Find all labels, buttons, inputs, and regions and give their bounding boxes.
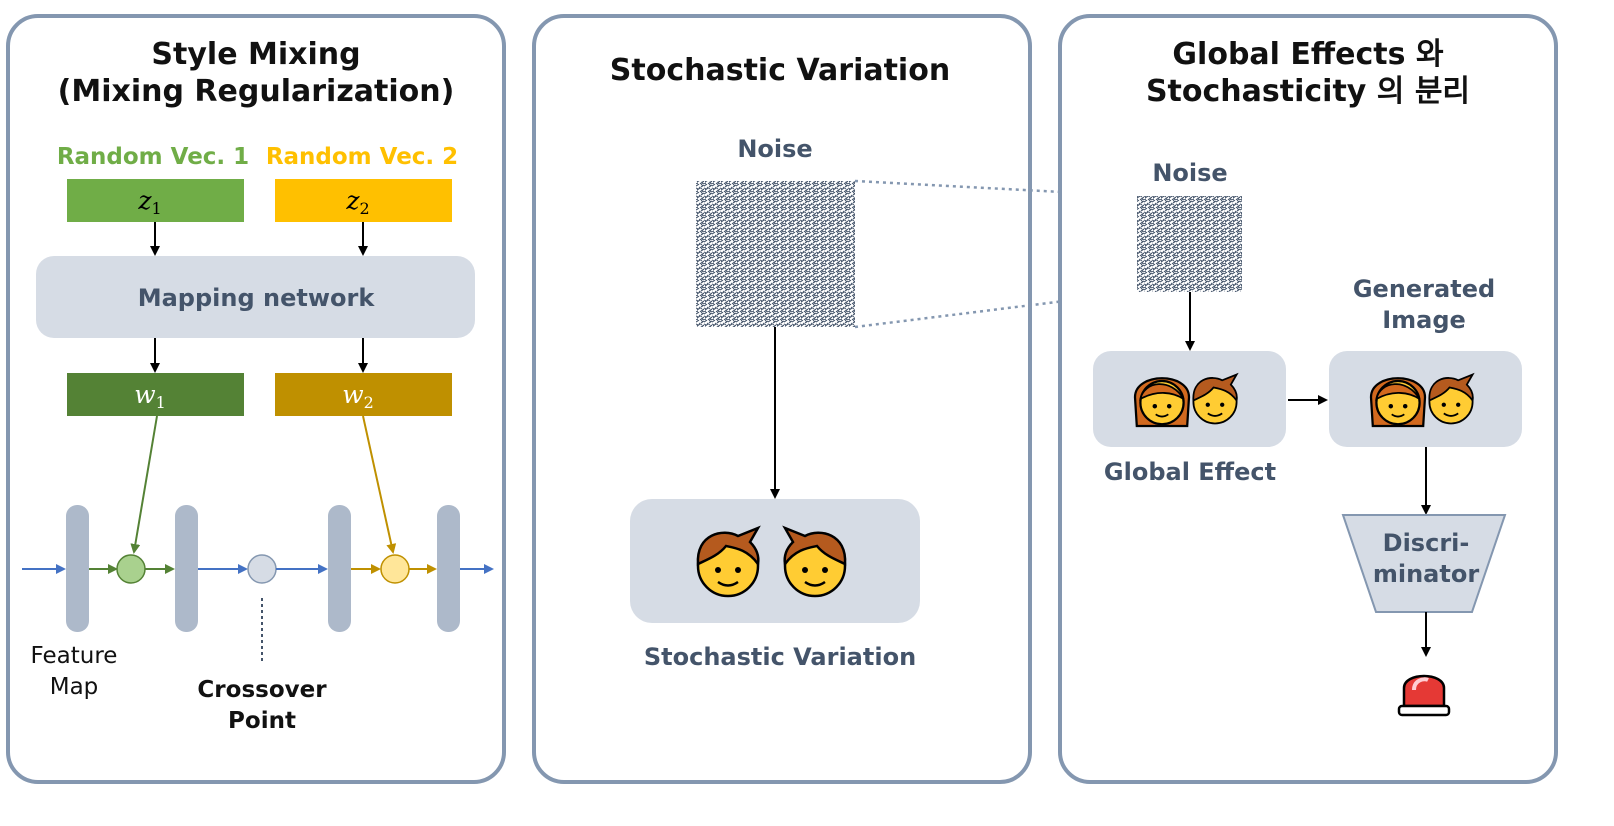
feature-map-label-line-2: Map bbox=[50, 674, 99, 700]
panel-title-line-1: Style Mixing bbox=[151, 37, 360, 72]
feature-map-bar-3 bbox=[328, 505, 351, 632]
global-effect-label: Global Effect bbox=[1104, 458, 1276, 486]
noise-label: Noise bbox=[1152, 159, 1227, 187]
w2-label: w2 bbox=[342, 380, 374, 412]
feature-map-label-line-1: Feature bbox=[31, 643, 118, 669]
generated-image-label-line-2: Image bbox=[1382, 306, 1466, 334]
panel-title-line-1: Global Effects 와 bbox=[1172, 37, 1444, 72]
boy-face-icon bbox=[696, 526, 760, 598]
w2-box bbox=[275, 373, 452, 416]
woman-face-icon bbox=[1369, 377, 1427, 428]
mapping-network-box bbox=[36, 256, 475, 338]
feature-map-bar-2 bbox=[175, 505, 198, 632]
variation-caption: Stochastic Variation bbox=[644, 643, 916, 671]
w1-label: w1 bbox=[134, 380, 166, 412]
panel-title: Stochastic Variation bbox=[610, 53, 950, 88]
discriminator-label-line-2: minator bbox=[1373, 560, 1479, 588]
mapping-network-label: Mapping network bbox=[138, 284, 376, 312]
panel-title-line-2: Stochasticity 의 분리 bbox=[1146, 74, 1470, 109]
noise-label: Noise bbox=[737, 135, 812, 163]
feature-map-bar-1 bbox=[66, 505, 89, 632]
z2-box bbox=[275, 179, 452, 222]
random-vec-1-label: Random Vec. 1 bbox=[57, 144, 249, 170]
adain-node-1 bbox=[116, 554, 146, 584]
zoom-line-bottom bbox=[854, 290, 1138, 329]
man-face-icon bbox=[1428, 373, 1474, 425]
z1-label: z1 bbox=[137, 186, 161, 218]
w1-box bbox=[67, 373, 244, 416]
random-vec-2-label: Random Vec. 2 bbox=[266, 144, 458, 170]
discriminator-trapezoid bbox=[1341, 514, 1507, 613]
arrow-w1-to-adain bbox=[130, 415, 158, 554]
zoom-line-top bbox=[854, 179, 1138, 198]
feature-map-bar-4 bbox=[437, 505, 460, 632]
discriminator-label-line-1: Discri- bbox=[1383, 529, 1470, 557]
man-face-icon bbox=[1192, 373, 1238, 425]
z2-label: z2 bbox=[345, 186, 369, 218]
adain-node-2 bbox=[380, 554, 410, 584]
crossover-label-line-1: Crossover bbox=[197, 677, 327, 703]
child-face-icon bbox=[783, 526, 847, 598]
variation-box bbox=[630, 499, 920, 623]
panel-title-line-2: (Mixing Regularization) bbox=[58, 74, 455, 109]
siren-icon bbox=[1397, 674, 1451, 717]
crossover-label-line-2: Point bbox=[228, 708, 296, 734]
z1-box bbox=[67, 179, 244, 222]
woman-face-icon bbox=[1133, 377, 1191, 428]
crossover-node bbox=[247, 554, 277, 584]
generated-image-label-line-1: Generated bbox=[1353, 275, 1495, 303]
noise-image-large bbox=[696, 181, 855, 327]
arrow-w2-to-adain bbox=[362, 415, 397, 554]
noise-image-small bbox=[1137, 196, 1242, 292]
